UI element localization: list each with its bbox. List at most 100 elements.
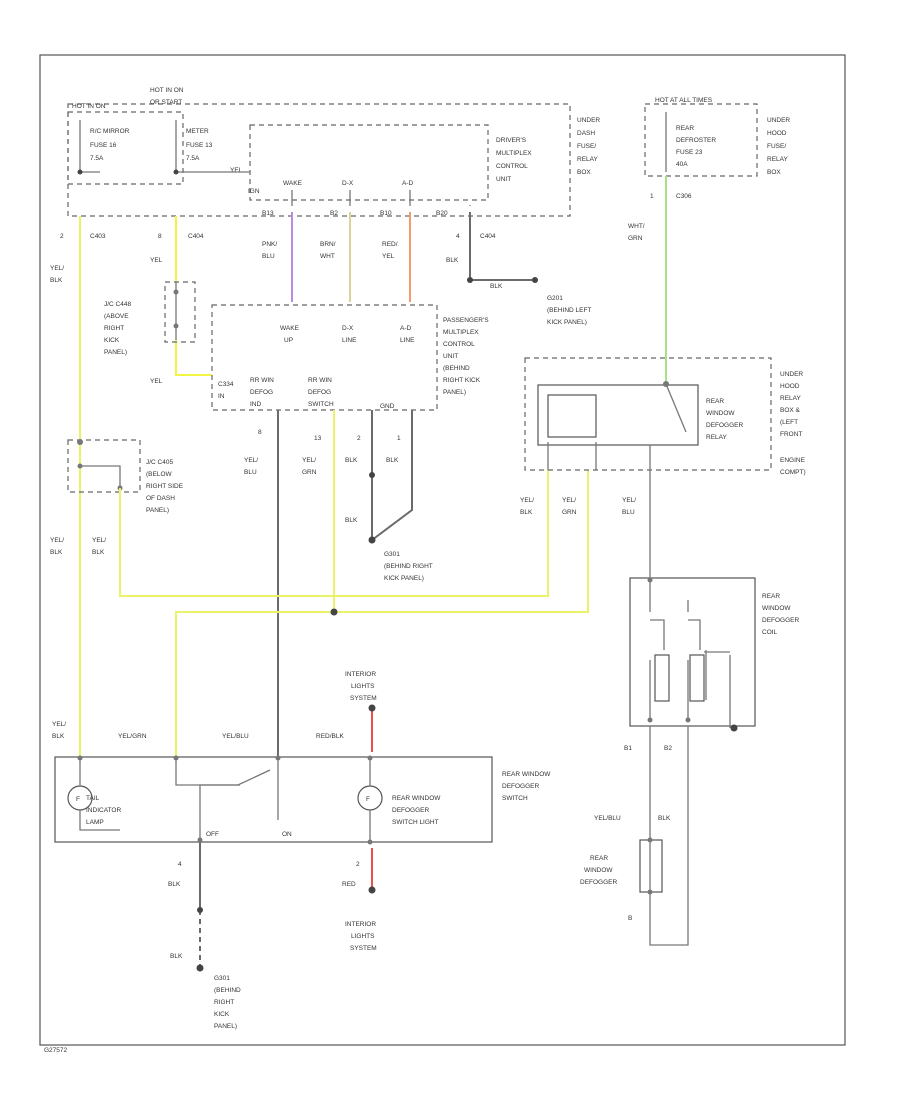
g201-desc-2: KICK PANEL): [547, 319, 587, 326]
driver-unit-2: MULTIPLEX: [496, 150, 532, 157]
rear-window-defogger-switch: F F TAIL INDICATOR LAMP REAR WINDOW DEFO…: [52, 721, 551, 845]
udfb-3: FUSE/: [577, 143, 596, 150]
il-bot-2: LIGHTS: [351, 933, 375, 940]
hot-on-start-label: HOT IN ON: [72, 103, 106, 110]
left-wire-1: YEL/: [50, 265, 64, 272]
pmu-wake-2: UP: [284, 337, 293, 344]
ign-internal: IGN: [248, 188, 260, 195]
blk-conn: C404: [480, 233, 496, 240]
driver-unit-1: DRIVER'S: [496, 137, 527, 144]
pmu-gnd: GND: [380, 403, 395, 410]
meter-fuse-num: FUSE 13: [186, 142, 213, 149]
gb-desc-3: KICK: [214, 1011, 230, 1018]
relay-name-3: DEFOGGER: [706, 422, 744, 429]
yel-grn-1: YEL/: [302, 457, 316, 464]
pmu-ind-1: RR WIN: [250, 377, 274, 384]
meter-yel-wire: [175, 216, 212, 376]
under-hood-fuse-box: HOT AT ALL TIMES REAR DEFROSTER FUSE 23 …: [628, 97, 790, 384]
pin-b20: B20: [436, 210, 448, 217]
rear-fuse-1: REAR: [676, 125, 694, 132]
pmu-dx-1: D-X: [342, 325, 354, 332]
sl-1: REAR WINDOW: [392, 795, 441, 802]
relay-box-7: ENGINE: [780, 457, 806, 464]
pmu-wake-1: WAKE: [280, 325, 300, 332]
jc-left-wire-1: YEL/: [50, 537, 64, 544]
udfb-5: BOX: [577, 169, 591, 176]
rear-fuse-4: 40A: [676, 161, 688, 168]
wht-grn-2: GRN: [628, 235, 643, 242]
pin-b13: B13: [262, 210, 274, 217]
pmu-sw-1: RR WIN: [308, 377, 332, 384]
udfb-1: UNDER: [577, 117, 600, 124]
meter-wire: YEL: [150, 257, 163, 264]
sw-top-5: RED/BLK: [316, 733, 344, 740]
coil-2: WINDOW: [762, 605, 791, 612]
def-wire-right: BLK: [658, 815, 671, 822]
meter-conn: C404: [188, 233, 204, 240]
defogger-pin: B: [628, 915, 632, 922]
under-hood-relay-box: REAR WINDOW DEFOGGER RELAY UNDER HOOD RE…: [520, 357, 806, 580]
blk-pin: 4: [456, 233, 460, 240]
passenger-multiplex-unit: WAKE UP D-X LINE A-D LINE C334 IN RR WIN…: [211, 304, 489, 442]
diagram-id: G27572: [44, 1047, 68, 1054]
rear-fuse-2: DEFROSTER: [676, 137, 716, 144]
wake-internal: WAKE: [283, 180, 303, 187]
coil-4: COIL: [762, 629, 778, 636]
sw-on: ON: [282, 831, 292, 838]
il-top-1: INTERIOR: [345, 671, 376, 678]
pmu-pin-13: 13: [314, 435, 322, 442]
pmu-pin-2: 2: [357, 435, 361, 442]
meter-pin: 8: [158, 233, 162, 240]
pmu-ign-1: C334: [218, 381, 234, 388]
mirror-fuse-name: R/C MIRROR: [90, 128, 130, 135]
relay-box-3: RELAY: [780, 395, 801, 402]
gb-desc-1: (BEHIND: [214, 987, 241, 994]
rear-conn: C306: [676, 193, 692, 200]
meter-fuse-name: METER: [186, 128, 209, 135]
top-wires: 2 C403 YEL/ BLK 8 C404 YEL PNK/ BLU BRN/…: [50, 212, 591, 326]
relay-name-2: WINDOW: [706, 410, 735, 417]
tail-2: INDICATOR: [86, 807, 121, 814]
driver-unit-4: UNIT: [496, 176, 511, 183]
relay-box-2: HOOD: [780, 383, 800, 390]
relay-box-4: BOX &: [780, 407, 801, 414]
pnk-wire-2: BLU: [262, 253, 275, 260]
hot-start-label: OR START: [150, 99, 182, 106]
tail-1: TAIL: [86, 795, 100, 802]
uhfb-5: BOX: [767, 169, 781, 176]
sw-top-4: YEL/BLU: [222, 733, 249, 740]
red-wire-1: RED/: [382, 241, 398, 248]
left-pin: 2: [60, 233, 64, 240]
pmu-l5: (BEHIND: [443, 365, 470, 372]
g301-desc-1: (BEHIND RIGHT: [384, 563, 433, 570]
switch-light-symbol: F: [366, 796, 370, 803]
g201-desc-1: (BEHIND LEFT: [547, 307, 591, 314]
yel-grn-cross-wire: [175, 470, 589, 758]
switch-label-1: REAR WINDOW: [502, 771, 551, 778]
pmu-ad-1: A-D: [400, 325, 412, 332]
sl-2: DEFOGGER: [392, 807, 430, 814]
sw-pin-2: 2: [356, 861, 360, 868]
pin-b2: B2: [330, 210, 338, 217]
relay-yb-2: BLK: [520, 509, 533, 516]
pmu-pin-8: 8: [258, 429, 262, 436]
il-bot-3: SYSTEM: [350, 945, 377, 952]
jc-right-wire-2: BLK: [92, 549, 105, 556]
left-conn: C403: [90, 233, 106, 240]
blk-2: BLK: [386, 457, 399, 464]
pmu-pin-1: 1: [397, 435, 401, 442]
pin-b10: B10: [380, 210, 392, 217]
rear-window-defogger-coil: REAR WINDOW DEFOGGER COIL B1 B2 YEL/BLU …: [580, 577, 800, 946]
pmu-sw-2: DEFOG: [308, 389, 331, 396]
ad-internal: A-D: [402, 180, 414, 187]
jc-right-wire-1: YEL/: [92, 537, 106, 544]
relay-box-6: FRONT: [780, 431, 802, 438]
pmu-l7: PANEL): [443, 389, 466, 396]
coil-pin-b1: B1: [624, 745, 632, 752]
meter-fuse-amp: 7.5A: [186, 155, 200, 162]
relay-yg-2: GRN: [562, 509, 577, 516]
uhfb-1: UNDER: [767, 117, 790, 124]
left-wire-2: BLK: [50, 277, 63, 284]
pmu-ind-3: IND: [250, 401, 262, 408]
yel-blu-2: BLU: [244, 469, 257, 476]
